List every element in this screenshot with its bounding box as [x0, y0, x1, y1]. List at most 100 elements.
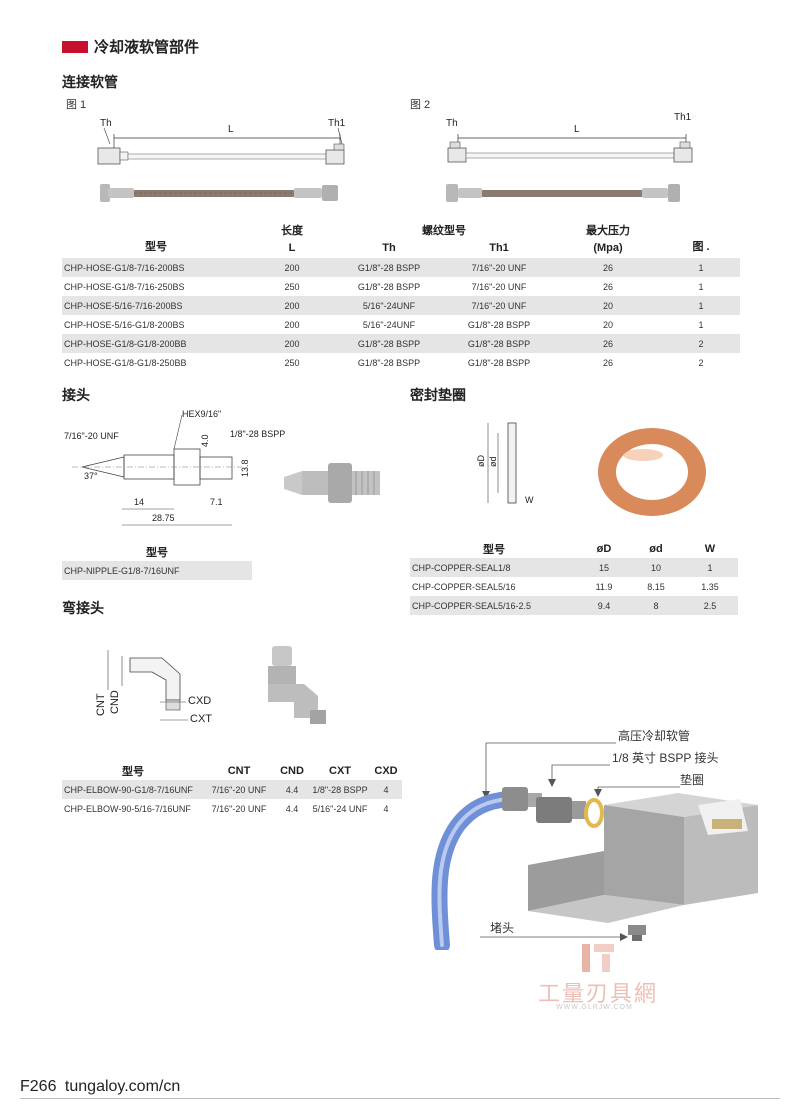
hose-cell-th: G1/8"-28 BSPP	[334, 334, 444, 353]
hose-header-length-l: L	[288, 242, 296, 254]
seal-header-id: ød	[649, 543, 663, 555]
watermark-logo	[582, 944, 614, 972]
hose-cell-fig: 2	[662, 334, 740, 353]
assembly-illustration	[431, 742, 758, 950]
table-row: CHP-COPPER-SEAL1/8 15 10 1	[410, 558, 738, 577]
hose-fig2-drawing: Th Th1 L	[446, 112, 693, 202]
fig1-label: 图 1	[66, 99, 87, 111]
table-row: CHP-ELBOW-90-G1/8-7/16UNF 7/16"-20 UNF 4…	[62, 780, 402, 799]
hose-header-th1: Th1	[489, 242, 509, 254]
hose-cell-model: CHP-HOSE-G1/8-G1/8-250BB	[64, 357, 187, 368]
hose-cell-fig: 1	[662, 296, 740, 315]
fig2-th1-label: Th1	[674, 112, 692, 123]
nipple-table: 型号 CHP-NIPPLE-G1/8-7/16UNF	[62, 543, 252, 580]
hose-cell-th: G1/8"-28 BSPP	[357, 281, 421, 292]
hose-cell-th: G1/8"-28 BSPP	[357, 357, 421, 368]
hose-cell-th: 5/16"-24UNF	[334, 296, 444, 315]
seal-cell-od: 9.4	[578, 596, 630, 615]
watermark-text: 工量刃具網	[538, 981, 659, 1006]
footer: F266 tungaloy.com/cn	[20, 1078, 180, 1096]
hose-cell-th: G1/8"-28 BSPP	[334, 258, 444, 277]
elbow-header-cnd: CND	[280, 765, 304, 777]
nipple-unf-label: 7/16"-20 UNF	[64, 431, 119, 441]
hose-cell-th1: 7/16"-20 UNF	[444, 258, 554, 277]
elbow-cnt-label: CNT	[95, 693, 107, 716]
hose-cell-th1: 7/16"-20 UNF	[444, 296, 554, 315]
hose-cell-model: CHP-HOSE-5/16-G1/8-200BS	[64, 319, 185, 330]
fig2-label: 图 2	[410, 99, 431, 111]
footer-divider	[20, 1098, 780, 1099]
hose-cell-model: CHP-HOSE-5/16-7/16-200BS	[62, 296, 250, 315]
hose-cell-fig: 1	[698, 319, 704, 330]
seal-od-label: øD	[476, 455, 486, 467]
nipple-d138-label: 13.8	[240, 459, 250, 477]
seal-cell-w: 1	[682, 558, 738, 577]
table-row: CHP-NIPPLE-G1/8-7/16UNF	[62, 561, 252, 580]
hose-cell-l: 200	[250, 258, 334, 277]
nipple-drawing: HEX9/16" 7/16"-20 UNF 1/8"-28 BSPP 4.0 1…	[64, 409, 285, 526]
hose-heading: 连接软管	[62, 74, 118, 90]
elbow-table: 型号 CNT CND CXT CXD CHP-ELBOW-90-G1/8-7/1…	[62, 762, 402, 818]
hose-cell-th1: G1/8"-28 BSPP	[467, 357, 531, 368]
elbow-cell-cxt: 1/8"-28 BSPP	[310, 780, 370, 799]
hose-table: 型号 长度 螺纹型号 最大压力 图 . L Th Th1 (Mpa) CHP-H…	[62, 222, 740, 372]
elbow-cell-model: CHP-ELBOW-90-G1/8-7/16UNF	[62, 780, 204, 799]
hose-cell-model: CHP-HOSE-G1/8-7/16-250BS	[64, 281, 185, 292]
elbow-drawing: CNT CND CXD CXT	[95, 650, 212, 725]
table-row: CHP-HOSE-G1/8-7/16-250BS 250 G1/8"-28 BS…	[62, 277, 740, 296]
seal-id-label: ød	[488, 456, 498, 467]
seal-header-model: 型号	[483, 544, 505, 556]
fig1-l-label: L	[228, 124, 234, 135]
elbow-cell-cnt: 7/16"-20 UNF	[211, 803, 267, 814]
elbow-cxd-label: CXD	[188, 695, 211, 707]
elbow-cell-model: CHP-ELBOW-90-5/16-7/16UNF	[64, 803, 191, 814]
hose-cell-fig: 1	[698, 281, 704, 292]
fig1-th1-label: Th1	[328, 118, 346, 129]
nipple-d14-label: 14	[134, 497, 144, 507]
table-row: CHP-HOSE-G1/8-7/16-200BS 200 G1/8"-28 BS…	[62, 258, 740, 277]
nipple-d37-label: 37°	[84, 471, 98, 481]
elbow-header-cxt: CXT	[329, 765, 351, 777]
seal-cell-model: CHP-COPPER-SEAL1/8	[410, 558, 578, 577]
hose-cell-th1: 7/16"-20 UNF	[471, 281, 527, 292]
hose-cell-fig: 1	[662, 258, 740, 277]
nipple-hex-label: HEX9/16"	[182, 409, 221, 419]
elbow-photo	[268, 646, 326, 724]
nipple-bspp-label: 1/8"-28 BSPP	[230, 429, 285, 439]
table-row: CHP-HOSE-5/16-7/16-200BS 200 5/16"-24UNF…	[62, 296, 740, 315]
hose-header-pressure-unit: (Mpa)	[593, 242, 623, 254]
elbow-cell-cnt: 7/16"-20 UNF	[204, 780, 274, 799]
seal-heading: 密封垫圈	[410, 387, 466, 403]
nipple-photo	[284, 463, 380, 503]
hose-fig1-drawing: Th Th1 L	[97, 118, 346, 202]
assembly-label-hose: 高压冷却软管	[618, 729, 691, 743]
hose-header-length: 长度	[281, 225, 303, 237]
fig1-th-label: Th	[100, 118, 112, 129]
hose-cell-th: 5/16"-24UNF	[362, 319, 416, 330]
hose-cell-pressure: 26	[602, 357, 613, 368]
hose-cell-l: 200	[250, 296, 334, 315]
elbow-cell-cxt: 5/16"-24 UNF	[312, 803, 368, 814]
elbow-cell-cnd: 4.4	[285, 803, 299, 814]
hose-cell-l: 200	[250, 334, 334, 353]
hose-cell-th1: G1/8"-28 BSPP	[444, 334, 554, 353]
hose-header-th: Th	[382, 242, 396, 254]
hose-cell-l: 200	[284, 319, 300, 330]
hose-cell-l: 250	[284, 281, 300, 292]
section-title: 冷却液软管部件	[94, 39, 200, 56]
watermark-url: WWW.GLRJW.COM	[556, 1004, 633, 1011]
assembly-label-nipple: 1/8 英寸 BSPP 接头	[612, 751, 719, 765]
seal-table: 型号 øD ød W CHP-COPPER-SEAL1/8 15 10 1 CH…	[410, 540, 738, 615]
elbow-heading: 弯接头	[62, 600, 104, 616]
assembly-label-plug: 堵头	[490, 921, 515, 935]
nipple-d2875-label: 28.75	[152, 513, 175, 523]
table-row: CHP-HOSE-5/16-G1/8-200BS 200 5/16"-24UNF…	[62, 315, 740, 334]
table-row: CHP-HOSE-G1/8-G1/8-250BB 250 G1/8"-28 BS…	[62, 353, 740, 372]
seal-cell-id: 10	[630, 558, 682, 577]
seal-w-label: W	[525, 495, 534, 505]
seal-cell-w: 1.35	[701, 581, 719, 592]
nipple-heading: 接头	[62, 387, 90, 403]
nipple-cell-model: CHP-NIPPLE-G1/8-7/16UNF	[62, 561, 252, 580]
nipple-d40-label: 4.0	[200, 434, 210, 447]
fig2-l-label: L	[574, 124, 580, 135]
